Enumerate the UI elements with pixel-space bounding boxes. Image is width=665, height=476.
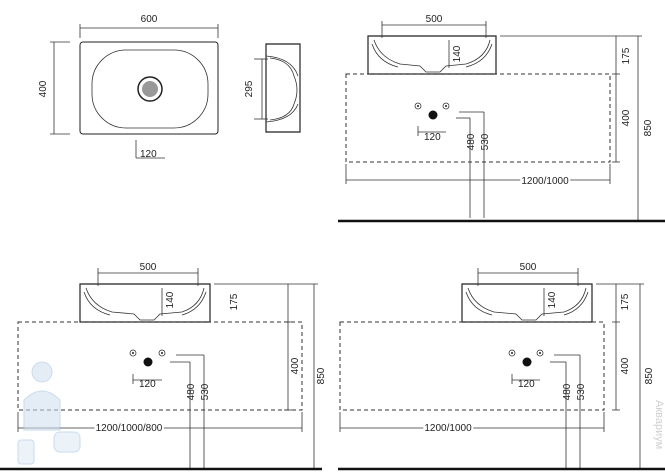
basin-front-a <box>367 35 497 75</box>
c-cabinet-height: 400 <box>620 357 631 374</box>
a-outlet-left: 480 <box>466 133 477 150</box>
a-basin-height: 175 <box>621 47 632 64</box>
drain-b <box>143 357 153 367</box>
c-drain-spacing: 120 <box>518 379 535 390</box>
top-width-label: 600 <box>141 14 158 25</box>
drain-a <box>428 110 438 120</box>
b-basin-depth: 140 <box>165 291 176 308</box>
basin-bowl-top <box>91 49 209 129</box>
a-total-height: 850 <box>643 119 654 136</box>
a-basin-width: 500 <box>426 14 443 25</box>
c-basin-height: 175 <box>620 293 631 310</box>
tap-right-b <box>158 349 166 357</box>
cabinet-a <box>345 73 611 163</box>
c-basin-depth: 140 <box>547 291 558 308</box>
elevation-view-c: 500 140 120 480 530 1200/1000 175 400 85… <box>338 262 665 471</box>
top-drain-label: 120 <box>140 149 157 160</box>
b-cabinet-height: 400 <box>290 357 301 374</box>
a-basin-depth: 140 <box>452 45 463 62</box>
top-height-label: 400 <box>38 80 49 97</box>
side-view: 295 <box>244 43 301 133</box>
a-cabinet-width: 1200/1000 <box>521 176 569 187</box>
basin-front-c <box>461 283 593 323</box>
cabinet-b <box>17 321 303 411</box>
drain-c <box>522 357 532 367</box>
b-outlet-left: 480 <box>186 383 197 400</box>
top-view: 600 400 120 <box>38 14 219 160</box>
c-outlet-left: 480 <box>562 383 573 400</box>
b-cabinet-width: 1200/1000/800 <box>96 423 163 434</box>
c-cabinet-width: 1200/1000 <box>424 423 472 434</box>
b-basin-width: 500 <box>140 262 157 273</box>
c-total-height: 850 <box>644 367 655 384</box>
tap-left-c <box>508 349 516 357</box>
watermark-text: Аквариум <box>653 400 665 449</box>
elevation-view-a: 500 140 120 480 530 1200/1000 175 400 <box>338 14 665 223</box>
tap-right-a <box>442 102 450 110</box>
cabinet-c <box>339 321 605 411</box>
elevation-view-b: 500 140 120 480 530 1200/1000/800 175 40… <box>0 262 327 471</box>
side-height-label: 295 <box>244 80 255 97</box>
b-basin-height: 175 <box>229 293 240 310</box>
tap-left-b <box>129 349 137 357</box>
drain-inner-top <box>142 81 158 97</box>
c-outlet-right: 530 <box>576 383 587 400</box>
basin-front-b <box>79 283 211 323</box>
tap-left-a <box>414 102 422 110</box>
a-outlet-right: 530 <box>480 133 491 150</box>
basin-outline-top <box>79 41 219 135</box>
a-drain-spacing: 120 <box>424 132 441 143</box>
b-outlet-right: 530 <box>200 383 211 400</box>
a-cabinet-height: 400 <box>621 109 632 126</box>
c-basin-width: 500 <box>520 262 537 273</box>
tap-right-c <box>536 349 544 357</box>
b-drain-spacing: 120 <box>139 379 156 390</box>
watermark-logo <box>17 361 81 465</box>
b-total-height: 850 <box>316 367 327 384</box>
